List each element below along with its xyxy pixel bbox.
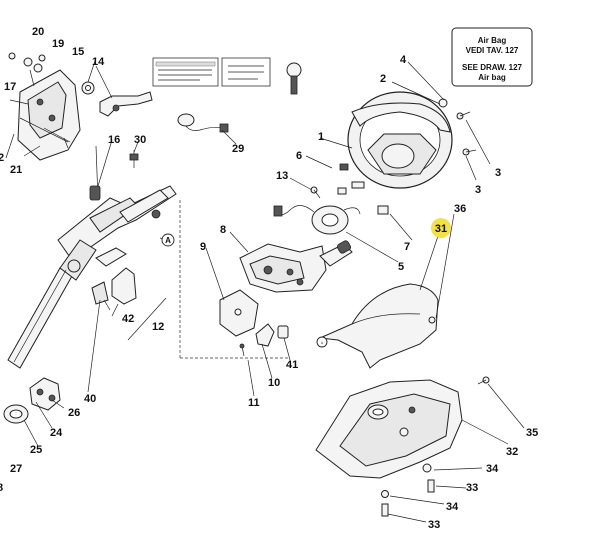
bracket-9 [219,289,259,337]
callout-40: 40 [84,393,96,405]
callout-34b: 34 [446,501,459,513]
callout-35: 35 [526,427,538,439]
combination-switch [239,240,353,293]
small-bracket-10 [255,323,275,347]
callout-numbers: 1 2 4 3 3 6 13 7 5 8 9 10 11 41 31 36 32… [0,26,538,531]
leader-lines [5,57,525,523]
callout-25: 25 [30,444,42,456]
callout-7: 7 [404,241,410,253]
clip-41 [277,325,289,339]
callout-3b: 3 [475,184,481,196]
note-line-4: Air bag [478,73,506,82]
callout-32: 32 [506,446,518,458]
callout-2: 2 [380,73,386,85]
callout-4: 4 [400,54,407,66]
column-support-bracket [8,52,81,161]
callout-8-left: 8 [0,482,3,494]
washer-and-lever-15-14 [81,81,153,117]
clock-spring [273,205,361,235]
note-line-2: VEDI TAV. 127 [466,46,519,55]
callout-5: 5 [398,261,404,273]
callout-33b: 33 [428,519,440,531]
callout-30: 30 [134,134,146,146]
callout-29: 29 [232,143,244,155]
callout-19: 19 [52,38,64,50]
ref-a-label-1: A [165,236,171,245]
steering-column-shaft [7,185,177,369]
callout-1: 1 [318,131,324,143]
callout-24: 24 [50,427,63,439]
ref-a-label-2: A [321,341,324,345]
callout-33a: 33 [466,482,478,494]
callout-17: 17 [4,81,16,93]
callout-36: 36 [454,203,466,215]
callout-14: 14 [92,56,105,68]
sensor-cable-29 [177,113,229,133]
airbag-reference-note: Air Bag VEDI TAV. 127 SEE DRAW. 127 Air … [451,27,533,87]
washer-24-25 [3,404,29,424]
lower-shroud [315,379,463,479]
wheel-screws [438,98,477,156]
callout-10: 10 [268,377,280,389]
screws-33-34-35 [381,376,490,517]
reference-marker-a-2: A [316,336,328,348]
callout-26: 26 [68,407,80,419]
callout-16: 16 [108,134,120,146]
callout-11: 11 [248,397,260,409]
label-plates [152,57,302,95]
callout-6: 6 [296,150,302,162]
screw-11 [239,343,245,357]
callout-3a: 3 [495,167,501,179]
connector-parts-6-7-13 [310,163,389,215]
note-line-1: Air Bag [478,36,507,45]
reference-marker-a-1: A [161,233,175,247]
upper-shroud [318,283,439,369]
callout-21: 21 [10,164,22,176]
callout-12: 12 [152,321,164,333]
flange-26 [29,377,61,411]
callout-42: 42 [122,313,134,325]
callout-41: 41 [286,359,298,371]
callout-31: 31 [435,223,447,235]
callout-2-left: 2 [0,152,4,164]
callout-20: 20 [32,26,44,38]
steering-wheel [347,91,453,189]
callout-31-highlight: 31 [431,218,451,238]
bolt-16 [89,145,101,201]
callout-15: 15 [72,46,84,58]
callout-9: 9 [200,241,206,253]
callout-27: 27 [10,463,22,475]
callout-13: 13 [276,170,288,182]
note-line-3: SEE DRAW. 127 [462,63,523,72]
callout-8: 8 [220,224,226,236]
assembly-outline [127,200,290,359]
bolt-30 [129,150,139,168]
lock-housing-42 [91,267,137,311]
callout-34a: 34 [486,463,499,475]
